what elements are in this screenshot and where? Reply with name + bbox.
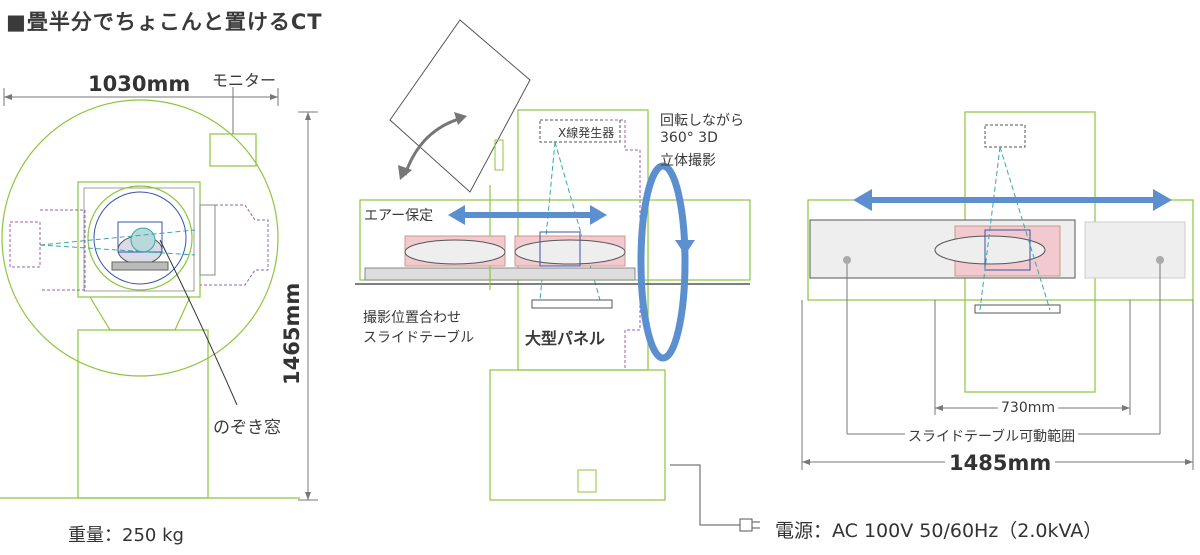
slide-table-label-1: 撮影位置合わせ — [363, 310, 461, 326]
rotation-arrow — [637, 162, 689, 362]
bore-circle — [87, 185, 193, 291]
side-view — [355, 19, 760, 532]
gantry-rotation-circle — [1, 99, 279, 377]
patient-side-1 — [404, 239, 506, 265]
rotation-label-1: 回転しながら — [660, 113, 744, 129]
power-label: 電源：AC 100V 50/60Hz（2.0kVA） — [775, 520, 1103, 542]
panel-shape — [531, 299, 613, 309]
rotation-label-2: 360° 3D — [660, 130, 718, 146]
slide-table-label-2: スライドテーブル — [363, 330, 475, 346]
width-dimension: 1030mm — [88, 72, 191, 96]
range-dimension: 730mm — [998, 400, 1058, 416]
range-label: スライドテーブル可動範囲 — [905, 426, 1079, 446]
monitor-label: モニター — [212, 71, 277, 90]
top-view — [801, 111, 1194, 470]
front-view — [0, 87, 318, 501]
rotation-label-3: 立体撮影 — [660, 153, 716, 169]
power-plug-icon — [739, 518, 753, 532]
height-dimension: 1465mm — [280, 282, 304, 385]
large-panel-label: 大型パネル — [525, 329, 606, 348]
air-fixation-label: エアー保定 — [364, 208, 434, 224]
patient-top — [934, 235, 1046, 265]
tilted-lid — [389, 19, 531, 193]
total-dimension: 1485mm — [945, 451, 1056, 475]
page-title: ■畳半分でちょこんと置けるCT — [6, 10, 323, 34]
patient-side-2 — [514, 239, 626, 265]
window-label: のぞき窓 — [213, 418, 281, 438]
monitor-shape — [209, 133, 257, 167]
xray-generator-label: X線発生器 — [558, 126, 615, 140]
weight-label: 重量：250 kg — [68, 525, 184, 546]
